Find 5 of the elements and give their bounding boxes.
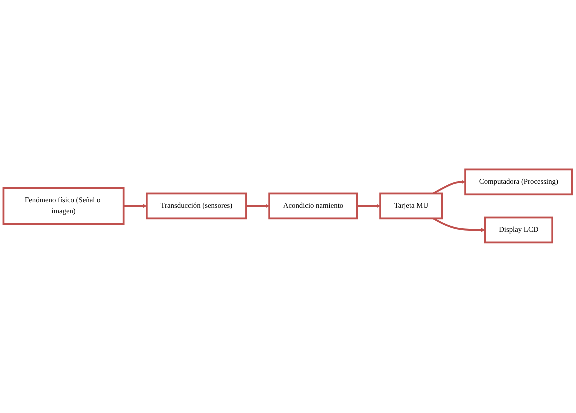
arrow — [124, 204, 148, 209]
arrow — [246, 204, 270, 209]
arrow — [357, 204, 381, 209]
arrow — [433, 180, 466, 195]
arrow — [433, 218, 486, 233]
